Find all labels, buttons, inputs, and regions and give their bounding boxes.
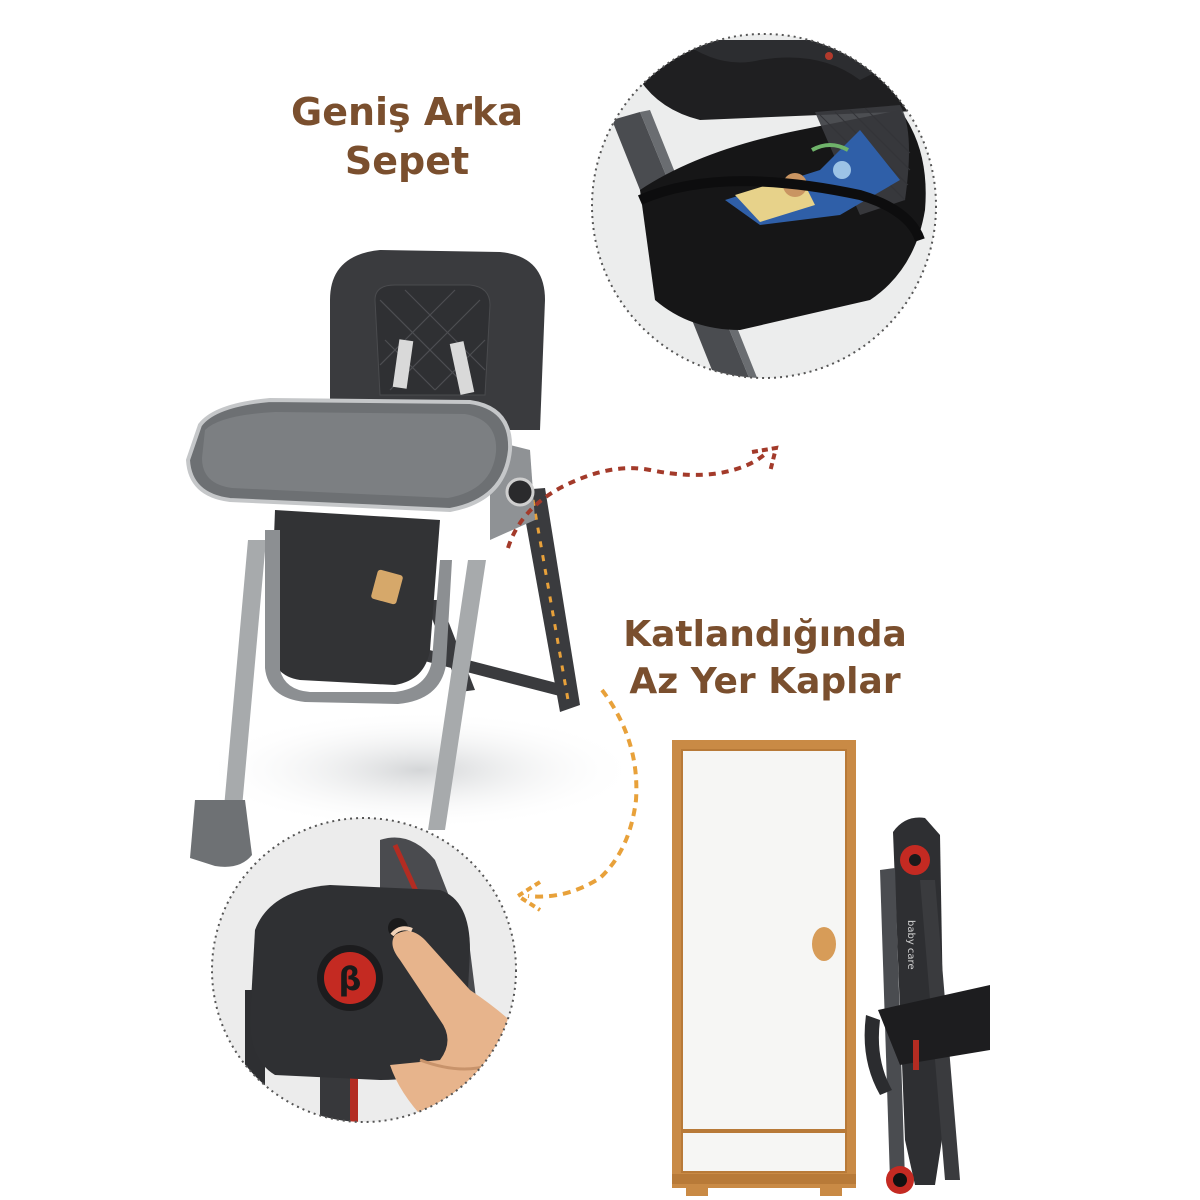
tray-rim bbox=[185, 397, 513, 513]
harness-strap-left bbox=[392, 339, 414, 389]
adjust-knob bbox=[505, 477, 535, 507]
backrest-quilted-panel bbox=[374, 284, 491, 396]
svg-text:β: β bbox=[339, 960, 362, 998]
red-dotted-arrow-icon bbox=[506, 445, 779, 549]
rear-crossbar bbox=[423, 649, 562, 696]
caption-basket-line2: Sepet bbox=[344, 139, 470, 184]
fold-button-logo-icon bbox=[324, 952, 376, 1004]
harness-strap-right bbox=[449, 341, 475, 395]
tray-surface bbox=[202, 412, 497, 498]
front-foot-left bbox=[190, 800, 252, 867]
floor-shadow bbox=[200, 710, 640, 830]
caption-wide-basket: Geniş Arka Sepet bbox=[262, 88, 552, 187]
folded-brand-label: baby care bbox=[905, 920, 916, 970]
basket-detail-circle: baby care bbox=[591, 33, 937, 379]
seat-body bbox=[270, 510, 440, 685]
caption-basket-line1: Geniş Arka bbox=[291, 90, 523, 134]
brand-tag bbox=[371, 569, 403, 605]
footrest-frame bbox=[265, 530, 452, 704]
front-leg-left bbox=[222, 540, 266, 830]
caption-fold-line1: Katlandığında bbox=[623, 614, 907, 655]
caption-compact-fold: Katlandığında Az Yer Kaplar bbox=[600, 612, 930, 706]
high-chair bbox=[185, 250, 640, 867]
rear-leg-accent bbox=[531, 499, 570, 701]
caption-fold-line2: Az Yer Kaplar bbox=[629, 660, 901, 702]
front-leg-right bbox=[428, 560, 486, 830]
fold-button-detail-circle: β bbox=[211, 817, 517, 1123]
wardrobe-knob bbox=[812, 927, 836, 961]
wardrobe-illustration bbox=[672, 740, 856, 1196]
folded-high-chair: baby care bbox=[864, 817, 990, 1194]
quilting-pattern bbox=[379, 289, 486, 391]
orange-dotted-arrow-icon bbox=[514, 688, 639, 912]
